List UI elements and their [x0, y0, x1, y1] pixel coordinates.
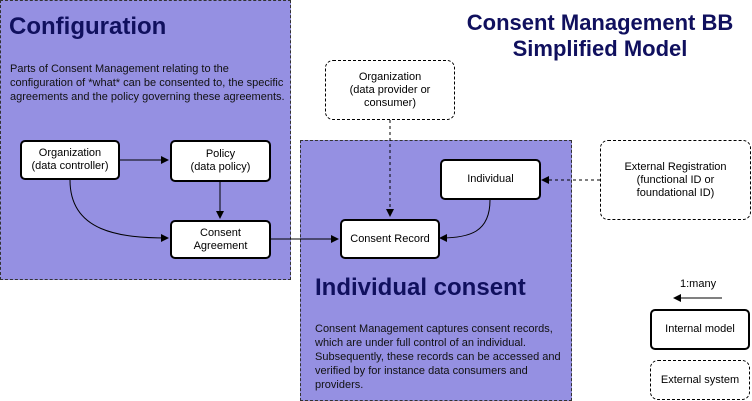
node-policy: Policy (data policy) — [170, 140, 271, 182]
node-org-data-controller: Organization (data controller) — [20, 140, 120, 180]
legend-internal-model: Internal model — [650, 309, 750, 350]
individual-consent-heading: Individual consent — [315, 274, 526, 301]
node-external-registration: External Registration (functional ID or … — [600, 140, 751, 220]
node-org-data-provider: Organization (data provider or consumer) — [325, 60, 455, 120]
legend-external-system: External system — [650, 360, 750, 400]
node-consent-agreement: Consent Agreement — [170, 220, 271, 259]
configuration-heading: Configuration — [9, 13, 167, 40]
legend-cardinality-label: 1:many — [680, 278, 717, 290]
node-consent-record: Consent Record — [340, 219, 440, 259]
configuration-description: Parts of Consent Management relating to … — [10, 63, 285, 103]
individual-consent-description: Consent Management captures consent reco… — [315, 323, 561, 391]
node-individual: Individual — [440, 159, 541, 200]
diagram-title: Consent Management BB Simplified Model — [466, 10, 734, 61]
